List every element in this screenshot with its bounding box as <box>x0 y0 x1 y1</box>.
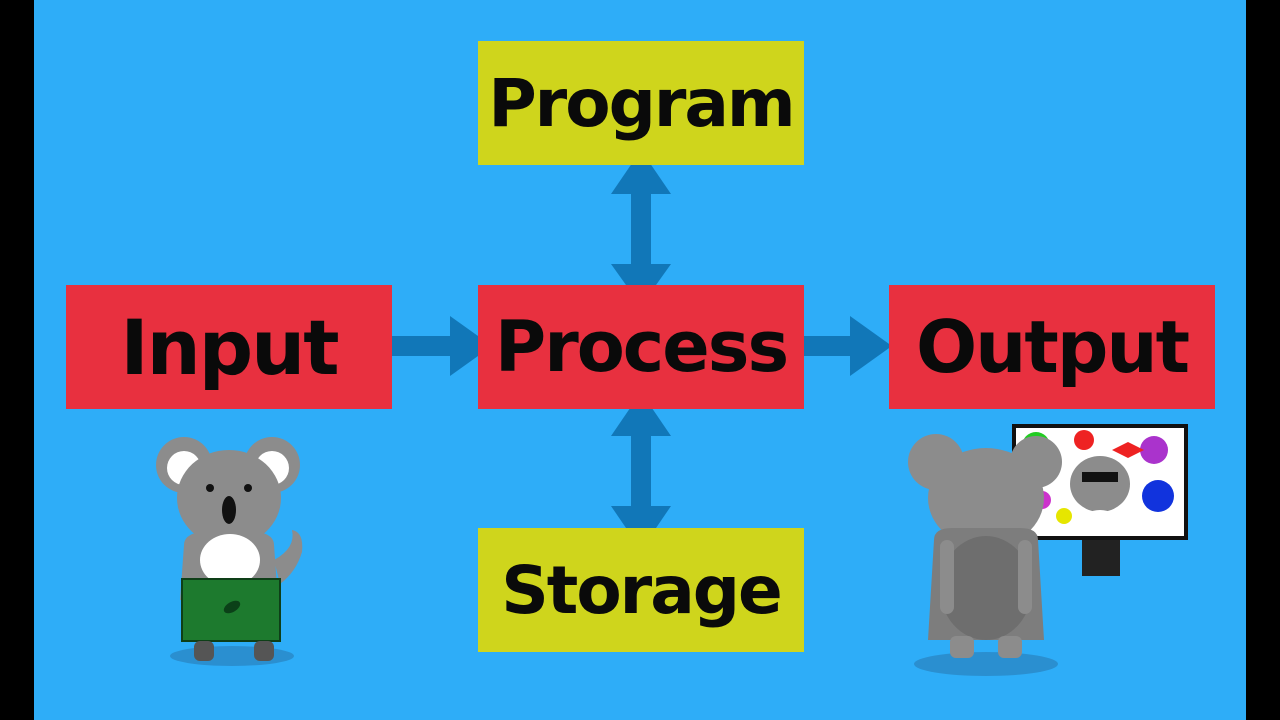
input-box: Input <box>66 285 392 409</box>
output-box: Output <box>889 285 1215 409</box>
input-label: Input <box>120 302 339 392</box>
storage-label: Storage <box>501 551 783 629</box>
arrows-layer <box>392 150 892 550</box>
program-label: Program <box>488 64 795 142</box>
output-label: Output <box>915 305 1190 389</box>
koala-laptop-illustration <box>156 437 303 666</box>
diagram-canvas: Program Input Process Output Storage <box>34 0 1246 720</box>
storage-box: Storage <box>478 528 804 652</box>
program-box: Program <box>478 41 804 165</box>
koala-monitor-illustration <box>908 424 1188 676</box>
process-label: Process <box>494 306 789 388</box>
arrow-input-to-process <box>392 316 492 376</box>
arrow-process-to-output <box>804 316 892 376</box>
process-box: Process <box>478 285 804 409</box>
